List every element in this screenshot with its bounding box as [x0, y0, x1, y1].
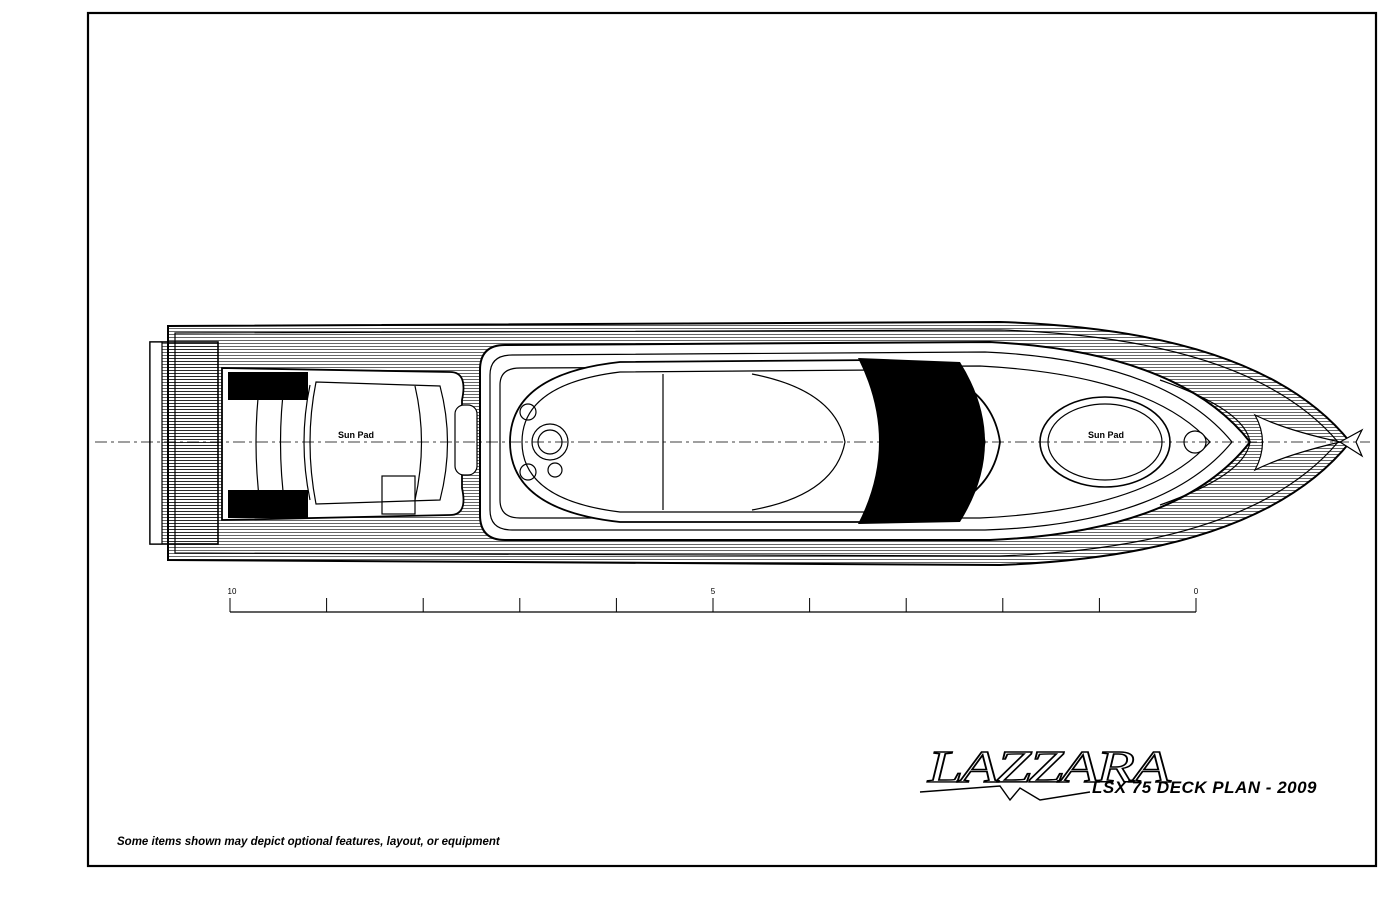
scale-label-0: 0 [1194, 587, 1199, 596]
aft-sun-pad-label: Sun Pad [338, 430, 374, 440]
bow-sun-pad [1039, 396, 1171, 488]
scale-label-5: 5 [711, 587, 716, 596]
bow-sun-pad-label: Sun Pad [1088, 430, 1124, 440]
disclaimer: Some items shown may depict optional fea… [117, 836, 500, 848]
lazzara-logo: LAZZARA [919, 740, 1175, 802]
brand-logo-text: LAZZARA [927, 741, 1172, 792]
scale-label-10: 10 [228, 587, 237, 596]
windshield [858, 358, 985, 524]
yacht-hull [149, 320, 1364, 567]
drawing-title: LSX 75 DECK PLAN - 2009 [1092, 778, 1318, 797]
drawing-border [86, 11, 1378, 868]
scale-bar: 10 5 0 [228, 587, 1199, 613]
